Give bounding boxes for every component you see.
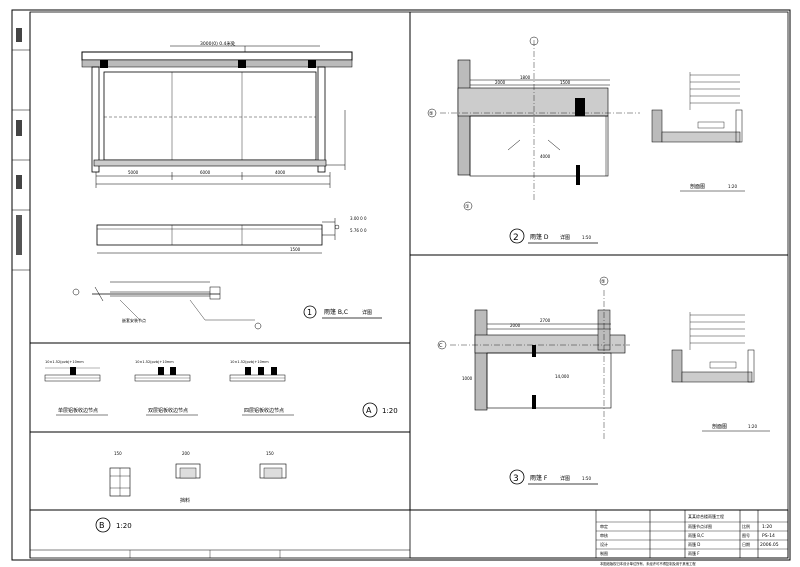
- tb-drawing-1: 雨篷 B,C: [688, 532, 704, 538]
- panel1-circle: [303, 305, 317, 319]
- panel3-axis-1: C: [439, 343, 443, 349]
- panel3-subtitle: 详图: [560, 475, 570, 482]
- tb-number-value: PS-14: [762, 533, 775, 539]
- panel-b-scale: 1:20: [116, 522, 132, 530]
- panel-b-dim-1: 150: [114, 451, 122, 456]
- panel-b-dim-3: 150: [266, 451, 274, 456]
- panel3-circle-number: 3: [513, 474, 519, 484]
- panel-a-label-2: 双层铝板收边节点: [148, 407, 188, 414]
- panel-1-section: [72, 281, 262, 330]
- title-block-frame: [30, 509, 789, 559]
- panel3-title: 雨篷 F: [530, 474, 548, 482]
- panel-a-label-1: 单层铝板收边节点: [58, 407, 98, 414]
- panel3-section-title: 剖面图: [712, 423, 727, 430]
- panel3-dim-1: 2700: [540, 318, 551, 323]
- panel-1-elevation: [81, 45, 353, 188]
- panel2-axis-1: ⑤: [429, 111, 433, 117]
- panel1-circle-number: 1: [307, 308, 312, 317]
- panel2-subtitle: 详图: [560, 234, 570, 241]
- panel1-side-note-1: 3.00 0 0: [350, 216, 367, 221]
- panel2-axis-2: ①: [465, 204, 470, 210]
- panel2-circle-number: 2: [513, 233, 519, 243]
- panel-a-dim-3: 10×1.52(pvb)+10mm: [230, 360, 269, 364]
- panel-b-details: [109, 463, 287, 497]
- panel-2-section: [651, 72, 743, 143]
- panel1-dim-1: 5000: [128, 170, 139, 175]
- panel3-dim-4: 14,000: [555, 374, 569, 379]
- panel-a-label-3: 四层铝板收边节点: [244, 407, 284, 414]
- panel2-dim-1: 1800: [520, 75, 531, 80]
- panel1-dim-4: 1500: [290, 247, 301, 252]
- panel2-dim-2: 2000: [495, 80, 506, 85]
- panel-2-plan: [427, 36, 640, 211]
- panel2-dim-3: 1500: [560, 80, 571, 85]
- panel-a-letter: A: [366, 406, 372, 415]
- tb-row-3-label: 设计: [600, 541, 608, 547]
- project-line-2: 雨篷节点详图: [688, 523, 712, 529]
- tb-drawing-2: 雨篷 D: [688, 541, 700, 547]
- panel2-section-title: 剖面图: [690, 183, 705, 190]
- panel-a-dim-2: 10×1.52(pvb)+10mm: [135, 360, 174, 364]
- side-strip: [12, 28, 30, 271]
- panel1-lower-note: 嵌套安装节点: [122, 317, 146, 323]
- tb-footer-note: 本图纸版权归本设计单位所有，未经许可不得复制及用于其他工程: [600, 561, 696, 566]
- panel3-scale: 1:50: [582, 476, 591, 481]
- panel-3-plan: [437, 276, 630, 440]
- tb-scale-label: 比例: [742, 523, 750, 529]
- project-line-1: 某某综合楼雨篷工程: [688, 513, 724, 519]
- tb-scale-value: 1:20: [762, 524, 772, 530]
- panel3-dim-2: 2000: [510, 323, 521, 328]
- panel2-scale: 1:50: [582, 235, 591, 240]
- tb-row-4-label: 制图: [600, 550, 608, 556]
- panel3-dim-3: 1000: [462, 376, 473, 381]
- panel-3-section: [671, 312, 755, 383]
- panel3-section-scale: 1:20: [748, 424, 757, 429]
- panel-a-dim-1: 10×1.52(pvb)+10mm: [45, 360, 84, 364]
- panel3-circle: [509, 469, 525, 485]
- tb-date-value: 2006.05: [760, 542, 779, 548]
- inner-frame: [29, 11, 789, 559]
- panel-b-label: 挡料: [180, 497, 190, 504]
- panel1-dim-2: 6000: [200, 170, 211, 175]
- panel2-section-scale: 1:20: [728, 184, 737, 189]
- tb-row-2-label: 审核: [600, 532, 608, 538]
- panel-a-details: [44, 367, 286, 382]
- panel1-top-dim-note: 3000(0) 0.4米处: [200, 40, 236, 47]
- panel2-circle: [509, 228, 525, 244]
- panel3-axis-2: ⑤: [601, 279, 605, 285]
- panel2-title: 雨篷 D: [530, 233, 549, 241]
- tb-row-1-label: 审定: [600, 523, 608, 529]
- panel2-dim-4: 4000: [540, 154, 551, 159]
- outer-frame: [11, 9, 791, 561]
- panel-1-plan-strip: [96, 218, 340, 254]
- panel-a-circle: [362, 402, 378, 418]
- panel1-subtitle: 详图: [362, 309, 372, 316]
- tb-number-label: 图号: [742, 532, 750, 538]
- panel1-title: 雨篷 B,C: [324, 308, 348, 316]
- panel1-dim-3: 4000: [275, 170, 286, 175]
- tb-drawing-3: 雨篷 F: [688, 550, 700, 556]
- panel1-side-note-2: 5.76 0 0: [350, 228, 367, 233]
- panel-b-letter: B: [99, 521, 105, 530]
- tb-date-label: 日期: [742, 541, 750, 547]
- panel-b-dim-2: 200: [182, 451, 190, 456]
- panel-a-scale: 1:20: [382, 407, 398, 415]
- panel-b-circle: [95, 517, 111, 533]
